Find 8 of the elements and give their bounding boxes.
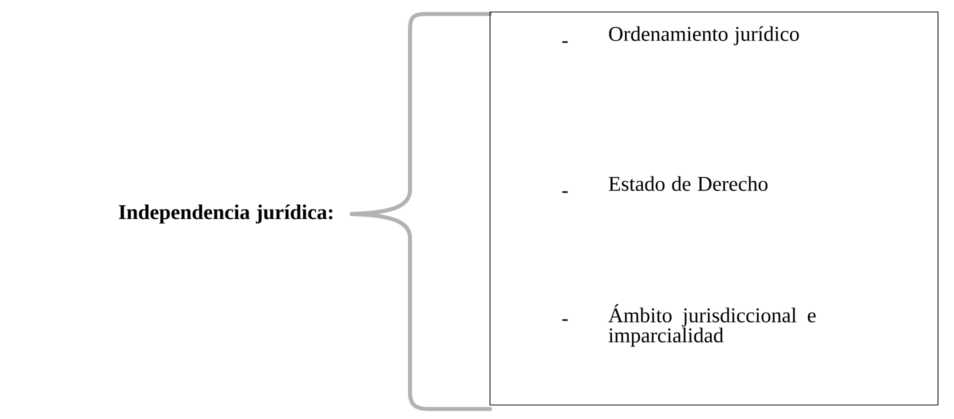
list-dash: - [562, 41, 568, 43]
list-item: Ordenamiento jurídico [609, 26, 799, 46]
list-dash: - [562, 191, 568, 193]
list-dash: - [562, 319, 568, 321]
list-item: Ámbito jurisdiccional e imparcialidad [608, 304, 816, 347]
heading-label: Independencia jurídica: [118, 204, 332, 224]
list-item: Estado de Derecho [608, 176, 768, 191]
list-box [490, 12, 938, 406]
